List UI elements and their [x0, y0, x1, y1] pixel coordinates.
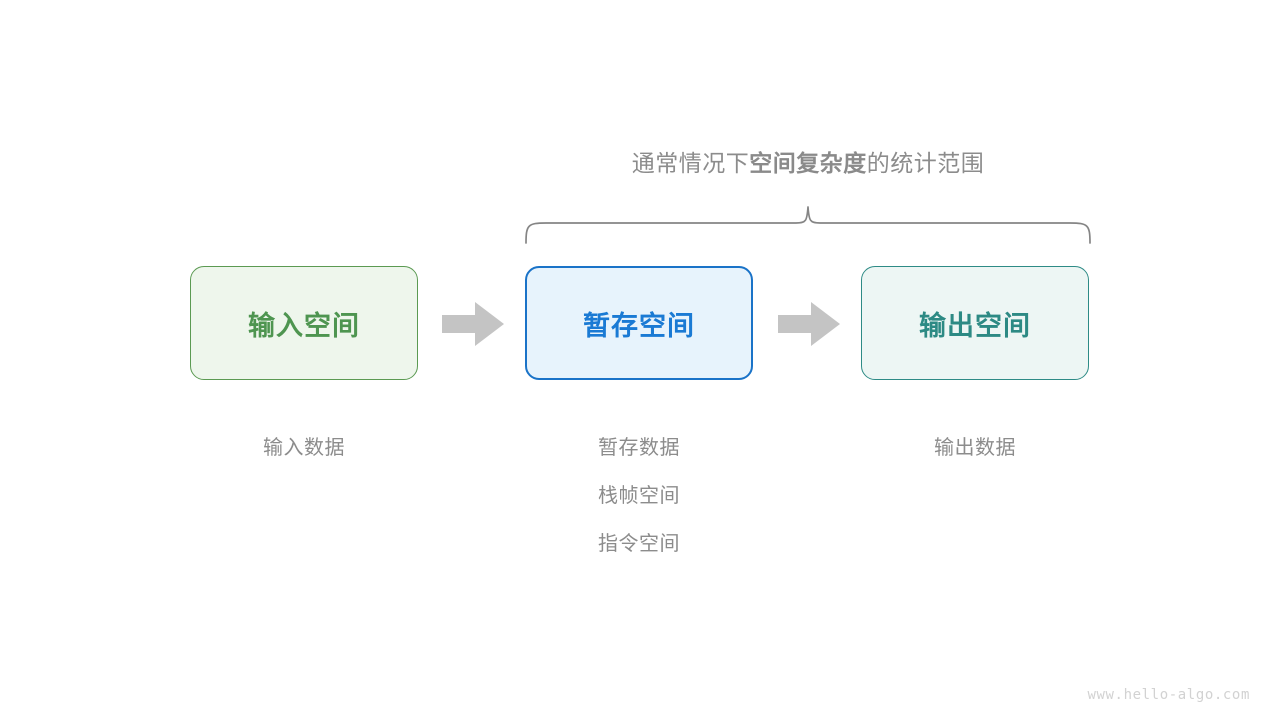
brace-caption-emphasis: 空间复杂度	[749, 150, 867, 176]
caption-item: 输入数据	[263, 437, 345, 459]
caption-item: 指令空间	[598, 533, 680, 555]
brace-caption-prefix: 通常情况下	[631, 150, 750, 176]
caption-item: 输出数据	[934, 437, 1016, 459]
arrow-right-icon-2	[778, 302, 840, 346]
arrow-right-icon-1	[442, 302, 504, 346]
caption-item: 栈帧空间	[598, 485, 680, 507]
stage-box-output[interactable]: 输出空间	[861, 266, 1089, 380]
stage-box-input-label: 输入空间	[248, 310, 360, 341]
stage-box-temp-label: 暂存空间	[583, 310, 695, 341]
brace-caption-suffix: 的统计范围	[866, 150, 985, 176]
caption-column-input: 输入数据	[190, 424, 418, 472]
stage-box-temp[interactable]: 暂存空间	[525, 266, 753, 380]
caption-item: 暂存数据	[598, 437, 680, 459]
brace-caption: 通常情况下空间复杂度的统计范围	[508, 146, 1108, 180]
watermark: www.hello-algo.com	[1087, 687, 1250, 703]
curly-brace-icon	[525, 206, 1091, 244]
stage-box-input[interactable]: 输入空间	[190, 266, 418, 380]
caption-column-temp: 暂存数据 栈帧空间 指令空间	[525, 424, 753, 568]
caption-column-output: 输出数据	[861, 424, 1089, 472]
stage-box-output-label: 输出空间	[919, 310, 1031, 341]
